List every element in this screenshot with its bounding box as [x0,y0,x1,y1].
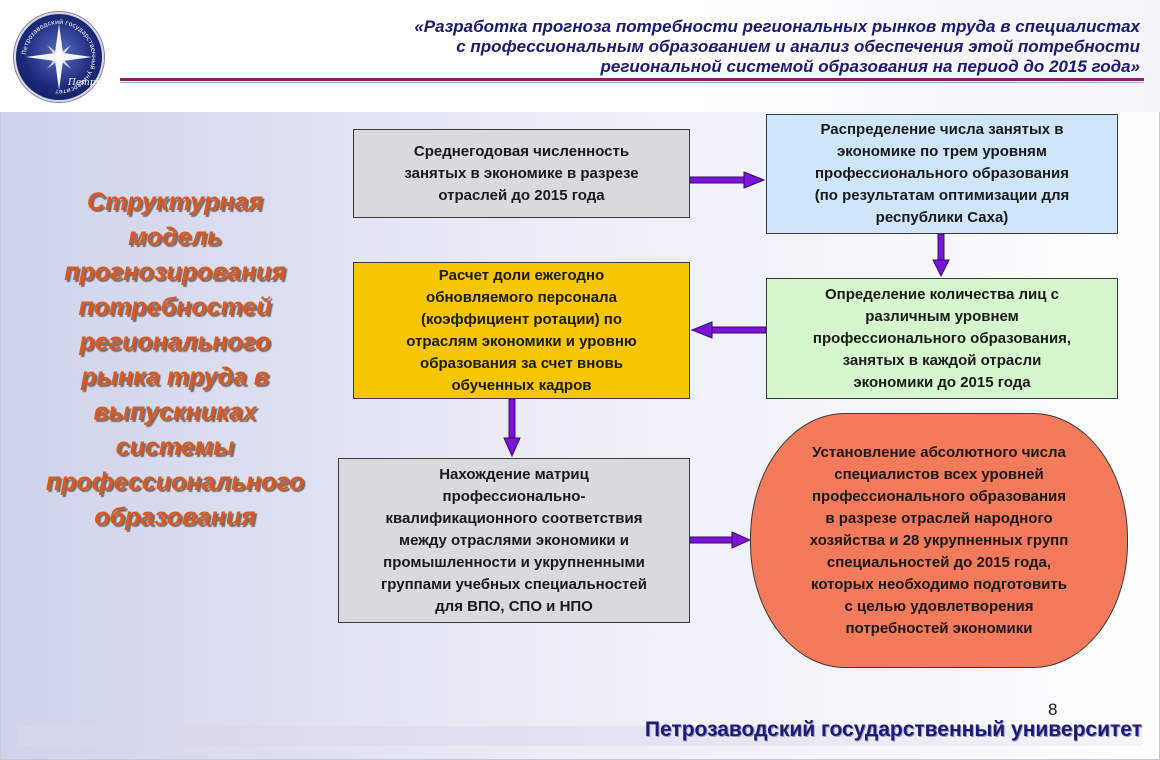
side-title-line: системы [115,433,235,461]
logo-text: ПетрГУ [68,78,108,88]
side-title-line: выпускниках [93,398,257,426]
box-line: квалификационного соответствия [385,509,643,527]
star-icon: Петрозаводский государственный университ… [21,18,97,95]
box-line: потребностей экономики [845,619,1033,637]
box-line: хозяйства и 28 укрупненных групп [809,531,1069,549]
avg-employment-box: Среднегодовая численность занятых в экон… [353,129,690,218]
title-line: региональной системой образования на пер… [600,57,1141,76]
box-line: отраслей до 2015 года [438,186,605,204]
box-line: экономики до 2015 года [853,373,1031,391]
box-line: профессионального образования, [812,329,1072,347]
side-title-line: потребностей [78,293,272,321]
box-line: занятых в экономике в разрезе [404,164,639,182]
count-box: Определение количества лиц с различным у… [766,278,1118,399]
box-line: с целью удовлетворения [844,597,1034,615]
box-line: (коэффициент ротации) по [420,310,623,328]
side-title: Структурная модель прогнозирования потре… [20,185,330,535]
footer-bar [18,726,1142,746]
box-line: занятых в каждой отрасли [842,351,1042,369]
box-line: профессионального образования [811,487,1067,505]
box-line: экономике по трем уровням [836,143,1048,160]
side-title-line: прогнозирования [64,258,286,286]
box-line: которых необходимо подготовить [811,575,1067,593]
side-title-line: образования [94,503,256,531]
arrow-distribution-to-count [932,233,950,278]
title-underline [120,78,1144,81]
box-line: отраслям экономики и уровню [406,332,637,350]
title-underline-thin [120,82,1144,83]
box-line: Определение количества лиц с [825,285,1059,303]
distribution-box: Распределение числа занятых в экономике … [766,114,1118,234]
box-line: профессионально- [442,487,586,505]
box-line: для ВПО, СПО и НПО [435,597,593,615]
box-line: группами учебных специальностей [381,575,647,593]
university-logo: Петрозаводский государственный университ… [14,12,108,102]
box-line: обученных кадров [451,376,592,394]
side-title-line: профессионального [45,468,305,496]
page-number: 8 [1048,700,1058,719]
box-line: в разрезе отраслей народного [825,509,1053,527]
side-title-line: Структурная [87,188,263,216]
title-line: «Разработка прогноза потребности региона… [414,17,1140,36]
side-title-line: модель [128,223,222,251]
box-line: Расчет доли ежегодно [438,266,605,284]
arrow-rotation-to-matrix [503,398,521,458]
box-line: республики Саха) [875,209,1009,226]
box-line: Нахождение матриц [439,465,589,483]
box-line: образования за счет вновь [420,354,623,372]
box-line: промышленности и укрупненными [383,553,645,571]
box-line: обновляемого персонала [426,288,617,306]
title-line: с профессиональным образованием и анализ… [456,37,1140,56]
side-title-line: регионального [79,328,271,356]
side-title-line: рынка труда в [81,363,269,391]
arrow-matrix-to-final [689,531,752,549]
box-line: Среднегодовая численность [413,142,630,160]
arrow-count-to-rotation [690,321,767,339]
final-result-box: Установление абсолютного числа специалис… [750,413,1128,668]
box-line: между отраслями экономики и [398,531,630,549]
arrow-avg-to-distribution [689,171,766,189]
box-line: различным уровнем [865,307,1019,325]
box-line: профессионального образования [814,165,1070,182]
box-line: Установление абсолютного числа [812,443,1066,461]
slide-title: «Разработка прогноза потребности региона… [310,17,1140,77]
box-line: (по результатам оптимизации для [814,187,1070,204]
matrix-box: Нахождение матриц профессионально- квали… [338,458,690,623]
box-line: специальностей до 2015 года, [826,553,1052,571]
box-line: Распределение числа занятых в [820,121,1064,138]
footer-university-name: Петрозаводский государственный университ… [644,718,1142,741]
rotation-box: Расчет доли ежегодно обновляемого персон… [353,262,690,399]
header-background [0,0,1160,112]
box-line: специалистов всех уровней [834,465,1044,483]
